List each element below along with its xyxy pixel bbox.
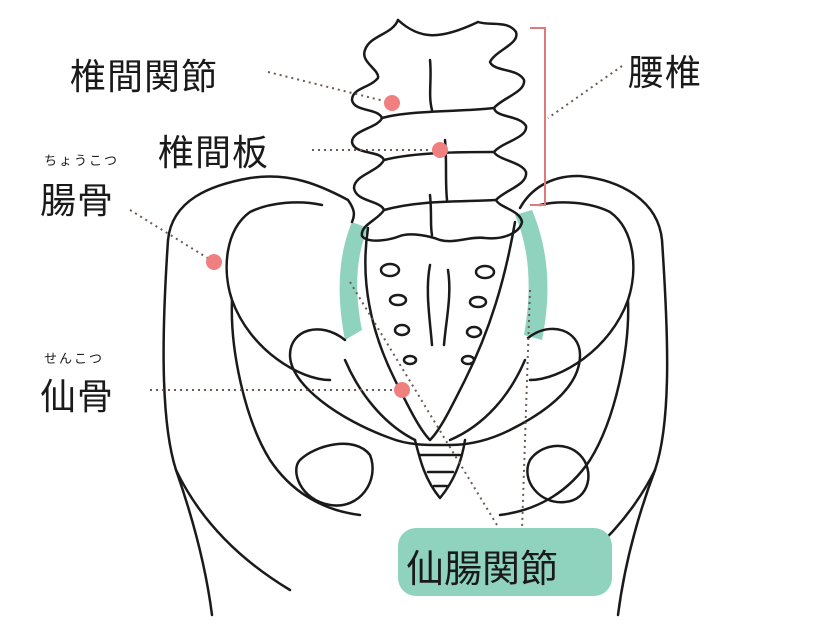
leader-facet-joint: [267, 71, 393, 104]
leader-ilium: [129, 209, 215, 263]
marker-disc: [432, 142, 448, 158]
si-joint-right-band: [515, 210, 548, 340]
leader-si-joint-b: [521, 289, 531, 531]
si-joint-label-box: [398, 528, 612, 596]
label-sacrum-reading: せんこつ: [44, 352, 105, 367]
label-ilium: 腸骨: [40, 181, 115, 222]
pelvis-outline: [162, 175, 356, 617]
coccyx: [413, 438, 467, 500]
sacrum-outline: [364, 220, 517, 442]
label-facet-joint: 椎間関節: [70, 57, 219, 98]
marker-facet-joint: [384, 95, 400, 111]
marker-sacrum: [394, 382, 410, 398]
label-ilium-reading: ちょうこつ: [44, 154, 120, 169]
si-joint-left-band: [339, 222, 368, 340]
label-si-joint: 仙腸関節: [406, 547, 559, 591]
label-disc: 椎間板: [158, 133, 270, 174]
marker-ilium: [206, 254, 222, 270]
leader-lumbar: [547, 65, 623, 119]
label-lumbar: 腰椎: [628, 53, 703, 94]
lumbar-vertebrae: [350, 18, 528, 243]
leader-si-joint-a: [349, 281, 501, 531]
lumbar-bracket: [530, 27, 546, 206]
label-sacrum: 仙骨: [40, 377, 115, 418]
